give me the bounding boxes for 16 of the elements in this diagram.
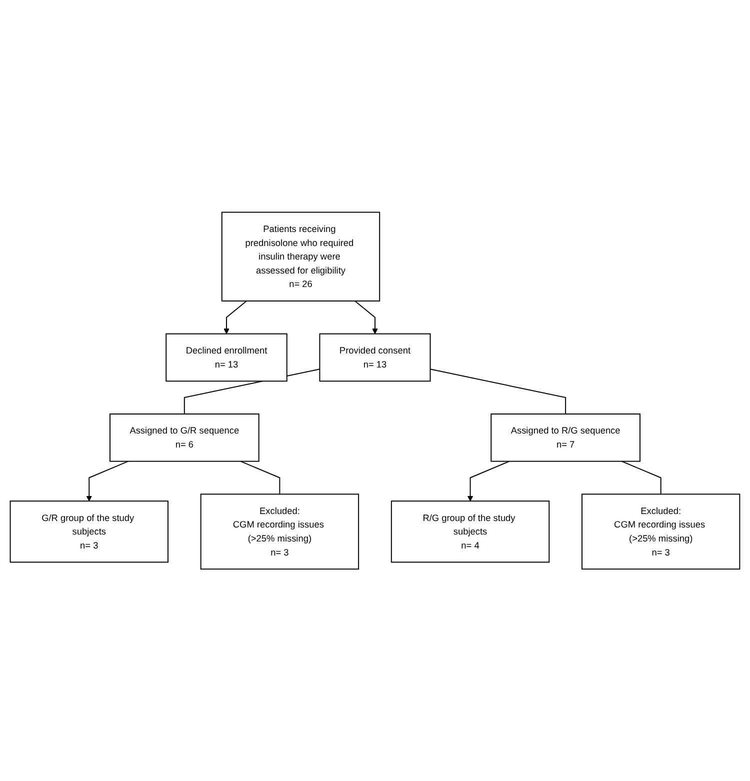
arrow (86, 460, 129, 502)
arrow (224, 300, 248, 334)
connector (621, 460, 662, 494)
node-box: Provided consent n= 13 (319, 333, 431, 382)
node-box: R/G group of the study subjects n= 4 (390, 500, 550, 562)
node-box: Excluded: CGM recording issues (>25% missing) n= 3 (582, 494, 740, 570)
connector (240, 460, 280, 494)
arrow (354, 300, 378, 334)
arrow (467, 460, 510, 502)
node-box: Assigned to G/R sequence n= 6 (110, 413, 260, 462)
node-box: Assigned to R/G sequence n= 7 (490, 413, 640, 462)
node-box: Excluded: CGM recording issues (>25% missing) n= 3 (200, 494, 360, 570)
node-box: Patients receiving prednisolone who required insulin therapy were assessed for eligibility n= 26 (221, 212, 380, 302)
node-box: Declined enrollment n= 13 (166, 333, 288, 382)
node-box: G/R group of the study subjects n= 3 (10, 500, 168, 562)
connector (430, 368, 566, 414)
